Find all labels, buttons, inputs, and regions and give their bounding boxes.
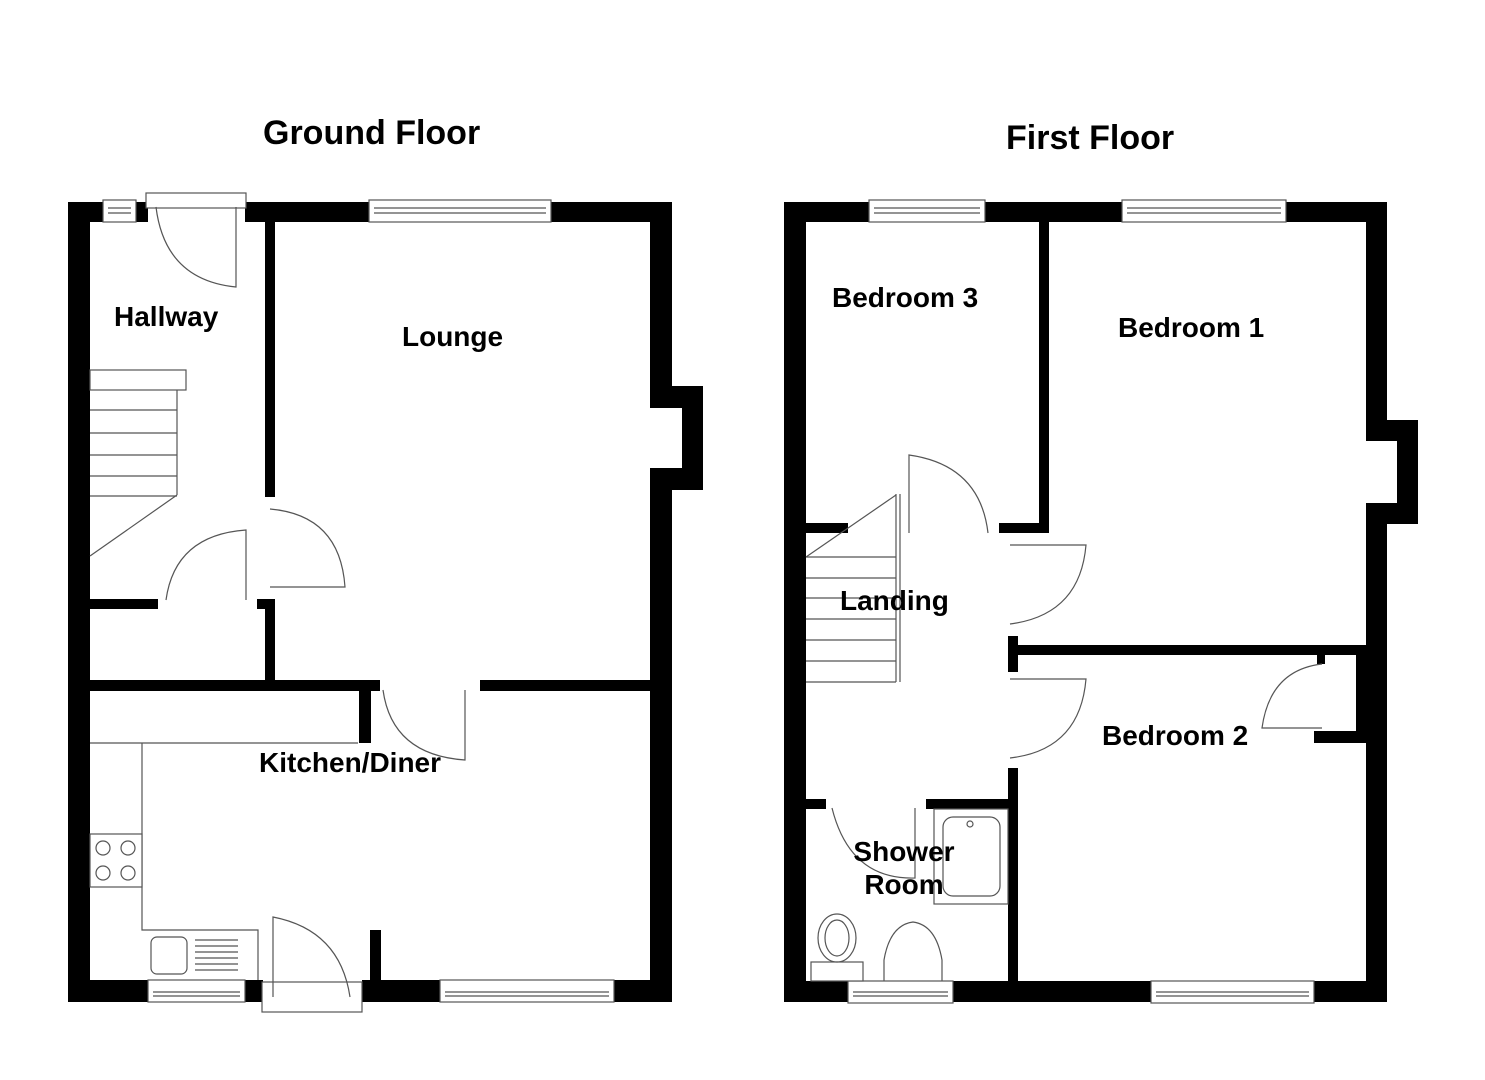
hob-icon <box>89 833 143 888</box>
door-swing <box>1009 678 1087 759</box>
room-label-lounge: Lounge <box>402 321 504 352</box>
room-label-hallway: Hallway <box>114 301 219 332</box>
room-label-shower-line2: Room <box>864 869 944 900</box>
room-label-landing: Landing <box>840 585 949 616</box>
door-swing <box>1261 663 1323 729</box>
room-label-bedroom-2: Bedroom 2 <box>1102 720 1249 751</box>
ground-floor-title: Ground Floor <box>263 114 481 152</box>
shower-tray-icon <box>933 808 1009 905</box>
staircase <box>805 494 901 683</box>
room-label-bedroom-1: Bedroom 1 <box>1118 312 1265 343</box>
door-swing <box>165 529 247 601</box>
room-label-shower-line1: Shower <box>853 836 955 867</box>
window <box>368 199 552 223</box>
door-swing <box>155 206 237 288</box>
door-swing <box>1009 544 1087 625</box>
basin-icon <box>883 921 943 981</box>
window <box>102 199 137 223</box>
room-label-kitchen-diner: Kitchen/Diner <box>259 747 442 778</box>
window <box>147 979 246 1003</box>
door-swing <box>908 454 989 534</box>
first-floor-plan <box>784 199 1418 1004</box>
sink-icon <box>150 936 188 975</box>
ground-floor-plan <box>68 192 703 1013</box>
room-label-shower-room: Shower Room <box>844 835 964 901</box>
room-label-bedroom-3: Bedroom 3 <box>832 282 979 313</box>
door-swing <box>272 916 351 998</box>
front-door-frame <box>145 192 247 209</box>
toilet-icon <box>810 961 864 982</box>
door-swing <box>382 689 466 761</box>
wall <box>68 202 90 1002</box>
window <box>439 979 615 1003</box>
door-swing <box>269 508 346 588</box>
door-swing <box>831 807 916 879</box>
first-floor-title: First Floor <box>1006 119 1175 157</box>
staircase <box>89 369 187 557</box>
